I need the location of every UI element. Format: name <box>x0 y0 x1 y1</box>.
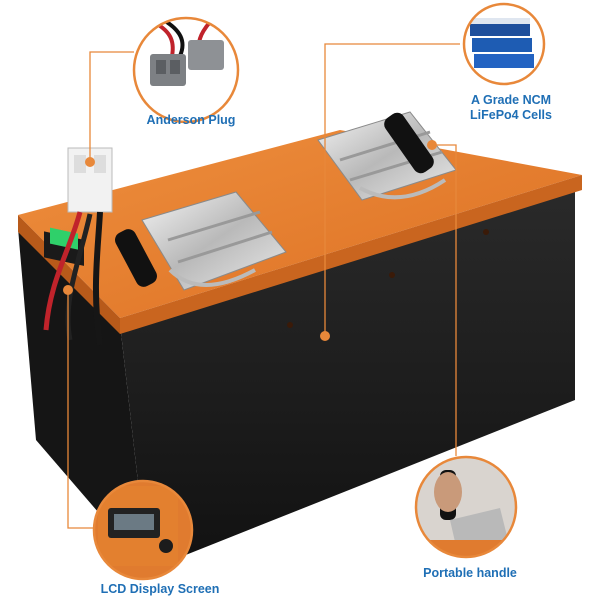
portable-handle-label: Portable handle <box>423 566 517 580</box>
cells-label-line1: A Grade NCM <box>470 93 552 107</box>
callout-anderson-plug-image <box>132 16 240 124</box>
handle-left <box>115 191 287 291</box>
callout-lcd-image <box>92 479 194 581</box>
callout-handle-image <box>414 455 518 559</box>
lcd-screen-label: LCD Display Screen <box>100 582 220 596</box>
anderson-plug-label: Anderson Plug <box>146 113 236 127</box>
handle-right <box>317 111 457 201</box>
callout-cells-image <box>462 2 546 86</box>
battery-top-lid <box>18 130 582 318</box>
cells-label: A Grade NCM LiFePo4 Cells <box>455 93 567 123</box>
callout-lines <box>63 43 460 529</box>
cells-label-line2: LiFePo4 Cells <box>470 108 552 122</box>
